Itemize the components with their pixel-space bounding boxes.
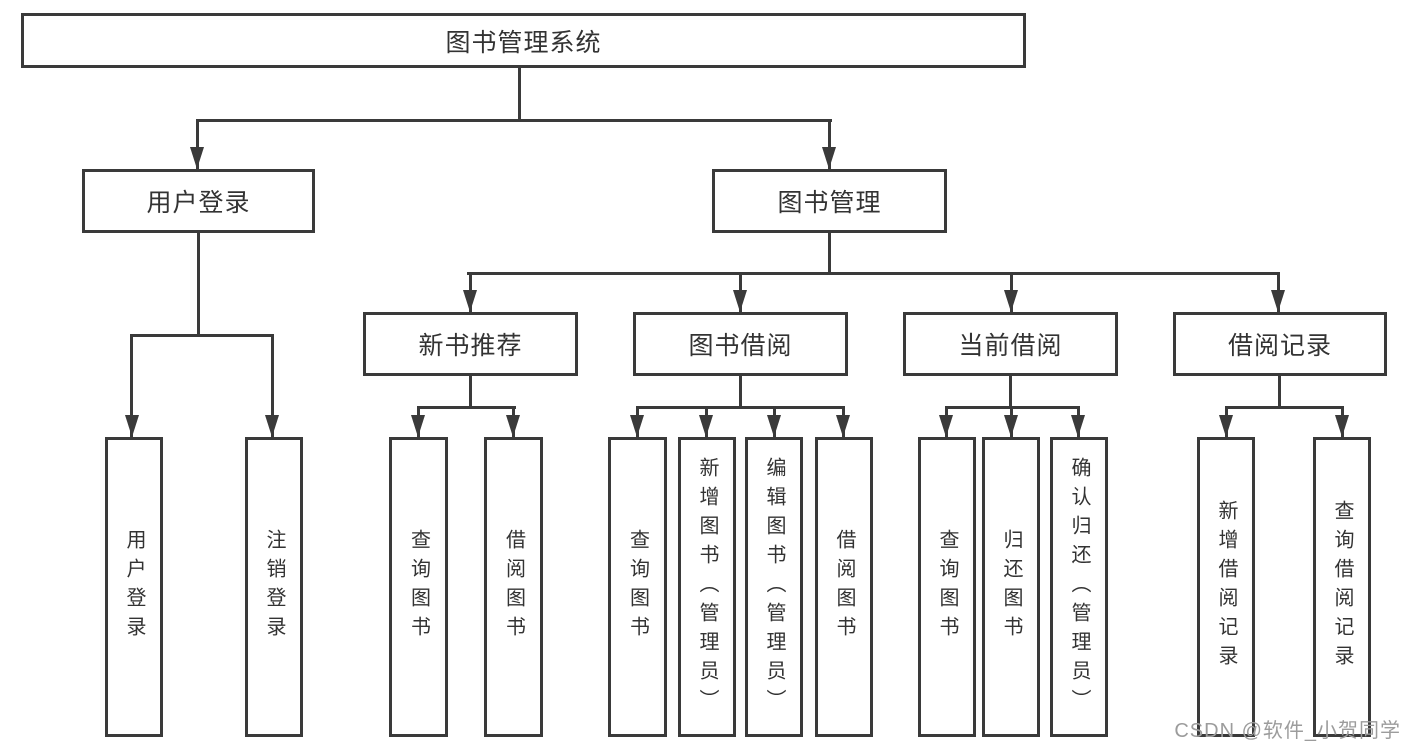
connector-hline [636,406,845,409]
arrowhead-down-icon [265,415,279,437]
node-label: 确认归还（管理员） [1068,456,1090,718]
node-label: 借阅图书 [502,529,525,645]
node-label: 用户登录 [146,189,251,217]
node-label: 图书借阅 [688,332,793,360]
leaf-logout: 注销登录 [245,437,303,737]
node-label: 借阅图书 [833,529,855,645]
node-label: 归还图书 [1000,529,1022,645]
connector-hline [1225,406,1344,409]
connector-vline [828,233,831,275]
leaf-confirm-return-admin: 确认归还（管理员） [1050,437,1108,737]
node-book-borrowing: 图书借阅 [633,312,848,376]
node-label: 新书推荐 [418,332,523,360]
arrowhead-down-icon [125,415,139,437]
leaf-query-books-borrowing: 查询图书 [608,437,667,737]
node-label: 当前借阅 [958,332,1063,360]
node-label: 查询图书 [407,529,430,645]
connector-vline [518,68,521,121]
arrowhead-down-icon [1335,415,1349,437]
connector-vline [130,334,133,437]
connector-vline [1009,376,1012,408]
connector-vline [197,233,200,337]
arrowhead-down-icon [822,147,836,169]
node-label: 查询借阅记录 [1331,500,1353,674]
arrowhead-down-icon [767,415,781,437]
leaf-edit-books-admin: 编辑图书（管理员） [745,437,803,737]
connector-vline [196,119,199,169]
arrowhead-down-icon [190,147,204,169]
node-library-management-system: 图书管理系统 [21,13,1026,68]
node-label: 查询图书 [626,529,649,645]
node-borrow-records: 借阅记录 [1173,312,1387,376]
connector-vline [828,119,831,169]
node-current-borrowing: 当前借阅 [903,312,1118,376]
node-label: 用户登录 [123,529,145,645]
arrowhead-down-icon [1219,415,1233,437]
leaf-query-books-current: 查询图书 [918,437,976,737]
arrowhead-down-icon [1271,290,1285,312]
arrowhead-down-icon [733,290,747,312]
connector-hline [197,119,832,122]
arrowhead-down-icon [630,415,644,437]
arrowhead-down-icon [1071,415,1085,437]
arrowhead-down-icon [463,290,477,312]
arrowhead-down-icon [1004,290,1018,312]
leaf-query-borrow-record: 查询借阅记录 [1313,437,1371,737]
connector-vline [1278,376,1281,408]
connector-hline [417,406,516,409]
node-label: 编辑图书（管理员） [763,456,785,718]
leaf-add-borrow-record: 新增借阅记录 [1197,437,1255,737]
watermark: CSDN @软件_小贺同学 [1174,720,1401,742]
node-label: 新增图书（管理员） [696,456,718,718]
node-user-login: 用户登录 [82,169,315,233]
leaf-borrow-books-recommend: 借阅图书 [484,437,543,737]
connector-hline [130,334,274,337]
connector-vline [271,334,274,437]
leaf-user-login: 用户登录 [105,437,163,737]
connector-hline [467,272,1280,275]
arrowhead-down-icon [699,415,713,437]
node-new-book-recommend: 新书推荐 [363,312,578,376]
arrowhead-down-icon [836,415,850,437]
node-book-management: 图书管理 [712,169,947,233]
arrowhead-down-icon [939,415,953,437]
node-label: 新增借阅记录 [1215,500,1237,674]
arrowhead-down-icon [506,415,520,437]
connector-vline [469,376,472,408]
arrowhead-down-icon [411,415,425,437]
node-label: 图书管理 [777,189,882,217]
leaf-add-books-admin: 新增图书（管理员） [678,437,736,737]
node-label: 注销登录 [263,529,285,645]
node-label: 图书管理系统 [445,28,602,57]
connector-vline [739,376,742,408]
leaf-borrow-books: 借阅图书 [815,437,873,737]
node-label: 查询图书 [936,529,958,645]
leaf-return-books: 归还图书 [982,437,1040,737]
arrowhead-down-icon [1004,415,1018,437]
leaf-query-books-recommend: 查询图书 [389,437,448,737]
node-label: 借阅记录 [1227,332,1332,360]
